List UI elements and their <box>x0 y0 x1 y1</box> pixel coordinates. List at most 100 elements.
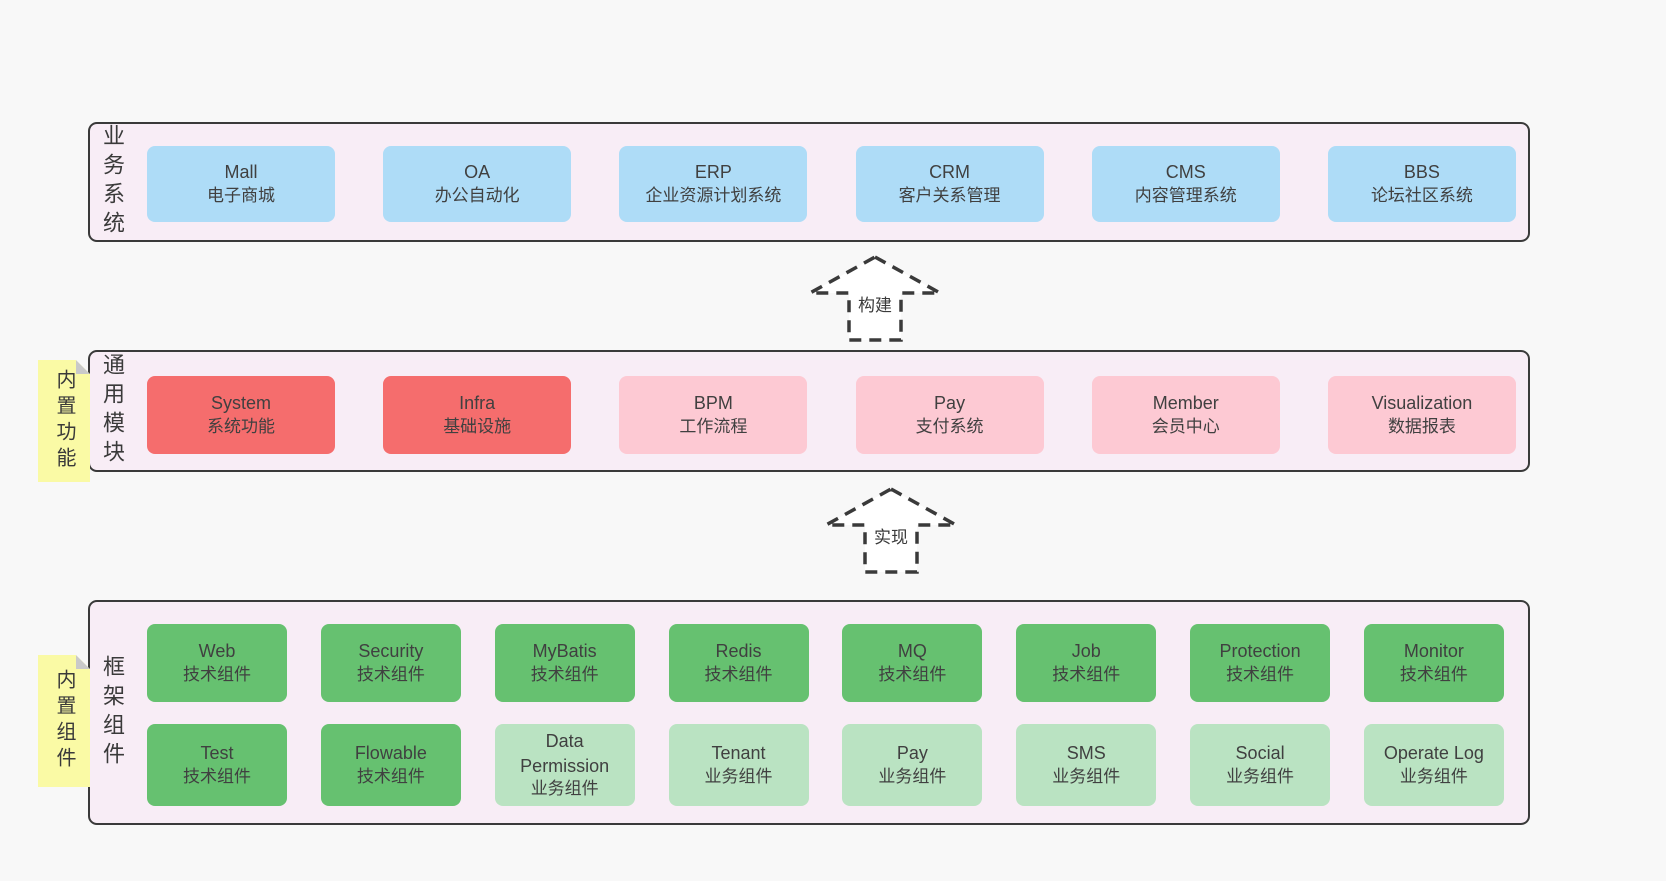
module-desc: 技术组件 <box>356 766 425 786</box>
module-name: Pay <box>896 743 928 764</box>
module-name: OA <box>464 162 491 183</box>
module-desc: 电子商城 <box>207 185 275 205</box>
module-name: Test <box>200 743 234 764</box>
panel-label-business-systems: 业务系统 <box>100 124 125 240</box>
module-name: Redis <box>715 641 762 662</box>
module-desc: 技术组件 <box>183 664 251 684</box>
module-name: MyBatis <box>532 641 597 662</box>
sticky-note-built-in-features-label: 内置功能 <box>53 369 75 473</box>
module-desc: 论坛社区系统 <box>1370 185 1473 205</box>
module-name: Visualization <box>1371 393 1473 414</box>
module-name: System <box>210 393 271 414</box>
module-desc: 技术组件 <box>878 664 947 684</box>
module-desc: 技术组件 <box>1399 664 1468 684</box>
module-name: Job <box>1071 641 1101 662</box>
module-desc: 技术组件 <box>1052 664 1121 684</box>
build-arrow-label: 构建 <box>855 290 895 317</box>
module-name: Flowable <box>354 743 427 764</box>
module-name: Social <box>1235 743 1285 764</box>
module-desc: 支付系统 <box>915 416 984 436</box>
sticky-note-built-in-components: 内置组件 <box>38 655 90 787</box>
module-desc: 业务组件 <box>530 778 599 798</box>
module-desc: 技术组件 <box>356 664 425 684</box>
module-name: Tenant <box>711 743 766 764</box>
implement-arrow: 实现 <box>821 486 961 576</box>
build-arrow: 构建 <box>805 254 945 344</box>
panel-label-framework-components: 框架组件 <box>100 654 125 771</box>
module-name: Monitor <box>1403 641 1464 662</box>
module-name: Data Permission <box>520 731 610 776</box>
module-name: Pay <box>934 393 966 414</box>
module-desc: 企业资源计划系统 <box>645 185 782 205</box>
module-desc: 数据报表 <box>1387 416 1456 436</box>
sticky-note-built-in-features: 内置功能 <box>38 360 90 482</box>
module-desc: 系统功能 <box>207 416 275 436</box>
module-desc: 技术组件 <box>1226 664 1295 684</box>
panel-label-common-modules: 通用模块 <box>100 353 125 469</box>
module-name: BPM <box>693 393 733 414</box>
module-name: SMS <box>1066 743 1106 764</box>
module-name: Operate Log <box>1383 743 1484 764</box>
module-desc: 内容管理系统 <box>1134 185 1237 205</box>
module-desc: 基础设施 <box>443 416 512 436</box>
module-desc: 技术组件 <box>183 766 251 786</box>
module-name: ERP <box>694 162 732 183</box>
module-name: Web <box>198 641 236 662</box>
module-name: Protection <box>1219 641 1301 662</box>
sticky-note-built-in-components-label: 内置组件 <box>53 669 75 773</box>
module-desc: 业务组件 <box>1226 766 1295 786</box>
implement-arrow-label: 实现 <box>871 522 911 549</box>
module-desc: 会员中心 <box>1151 416 1220 436</box>
module-name: BBS <box>1403 162 1440 183</box>
module-desc: 客户关系管理 <box>898 185 1001 205</box>
module-name: CMS <box>1165 162 1206 183</box>
module-name: Member <box>1152 393 1219 414</box>
module-desc: 业务组件 <box>878 766 947 786</box>
module-desc: 业务组件 <box>1399 766 1468 786</box>
module-name: Mall <box>224 162 258 183</box>
module-desc: 办公自动化 <box>434 185 520 205</box>
module-desc: 业务组件 <box>704 766 773 786</box>
module-name: CRM <box>929 162 971 183</box>
module-name: Infra <box>459 393 496 414</box>
module-desc: 业务组件 <box>1052 766 1121 786</box>
module-name: MQ <box>897 641 927 662</box>
module-desc: 工作流程 <box>679 416 748 436</box>
module-desc: 技术组件 <box>530 664 599 684</box>
